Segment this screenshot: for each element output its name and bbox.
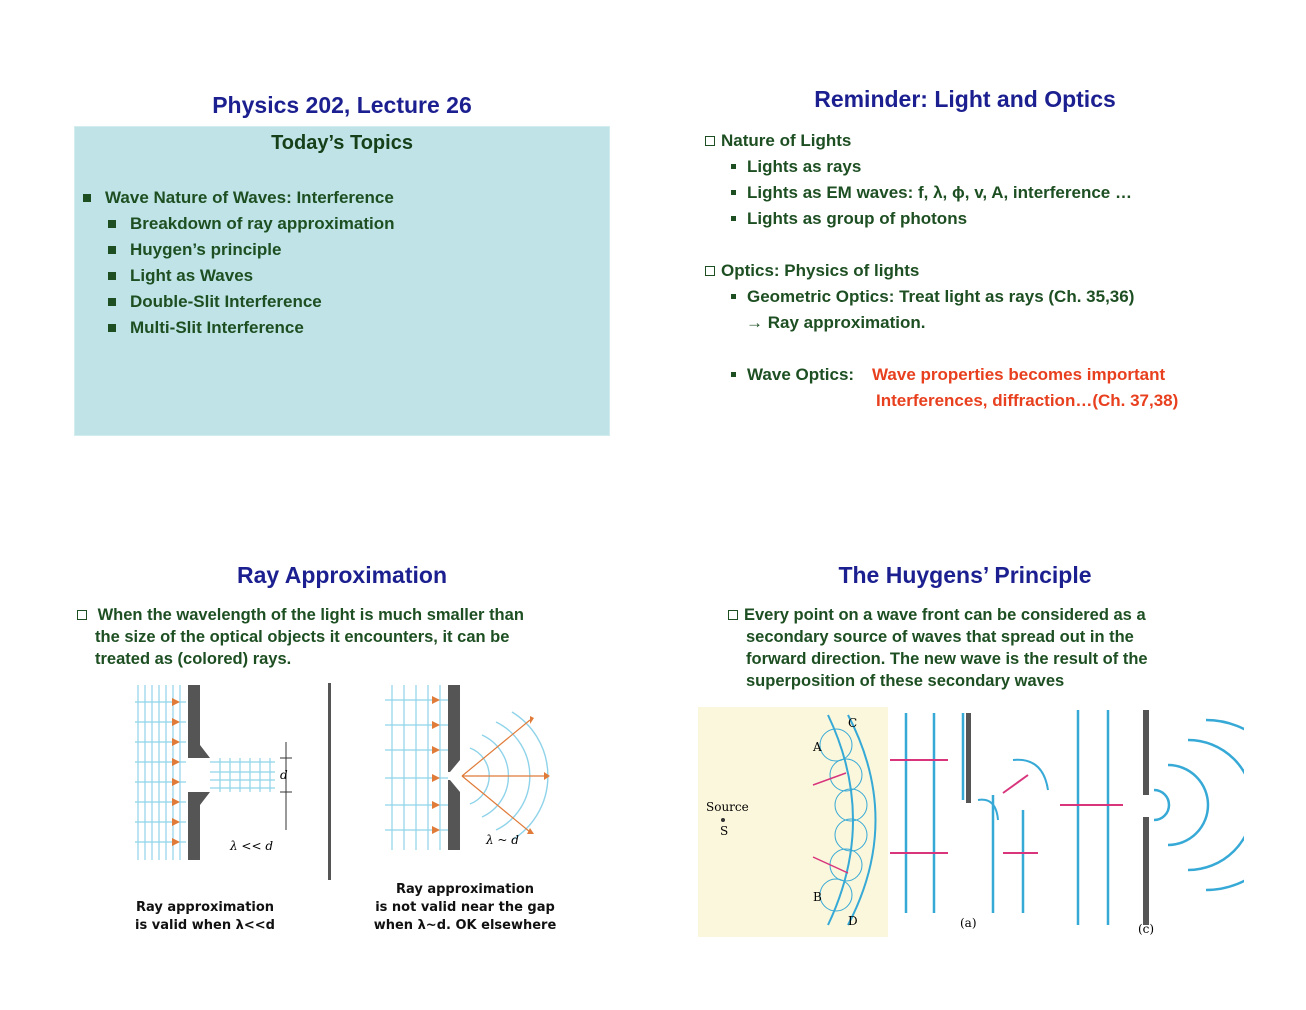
bullet-dot-icon [731, 216, 736, 222]
caption-right: Ray approximation is not valid near the … [373, 882, 557, 933]
checkbox-bullet-icon [728, 609, 738, 620]
label-a: A [812, 740, 822, 754]
beam-lines [210, 758, 275, 792]
list-item: Lights as group of photons [731, 209, 967, 229]
bullet-square-icon [108, 271, 116, 280]
section-optics: Optics: Physics of lights [705, 261, 919, 281]
bullet-dot-icon [731, 294, 736, 300]
geo-sub: → Ray approximation. [746, 313, 926, 332]
topic-item: Double-Slit Interference [108, 292, 322, 312]
label-c: C [848, 716, 857, 730]
huygens-text-line: Every point on a wave front can be consi… [728, 606, 1146, 625]
panel-c-arcs [1153, 718, 1244, 892]
fig-left-label: λ << d [229, 839, 273, 853]
topics-box: Today’s Topics Wave Nature of Waves: Int… [74, 126, 610, 436]
arrow-right-icon: → [746, 313, 763, 332]
ray-arrows-left [172, 698, 180, 846]
slide4-title: The Huygens’ Principle [838, 562, 1092, 588]
panel-a-waves [904, 713, 1025, 913]
wavefronts [827, 714, 877, 926]
left-wave-grid [135, 685, 186, 860]
bullet-square-icon [108, 245, 116, 254]
source-point [721, 818, 725, 822]
caption-left: Ray approximation is valid when λ<<d [135, 900, 275, 933]
label-panel-c: (c) [1138, 922, 1154, 936]
checkbox-bullet-icon [705, 265, 715, 276]
list-item: Lights as EM waves: f, λ, ϕ, v, A, inter… [731, 183, 1132, 203]
right-wave-grid [385, 685, 448, 850]
box-heading: Today’s Topics [271, 132, 413, 154]
bullet-square-icon [83, 193, 91, 202]
panel-c-waves [1076, 710, 1110, 925]
bullet-square-icon [108, 323, 116, 332]
huygens-figure: A B C D Source S (a) (c) [698, 707, 1244, 937]
ray-text-line: When the wavelength of the light is much… [77, 606, 524, 625]
topic-item: Huygen’s principle [108, 240, 281, 260]
bullet-dot-icon [731, 372, 736, 378]
wave-red-line-1: Wave properties becomes important [872, 365, 1166, 384]
ray-arrows-right [432, 696, 440, 834]
huygens-text-line: superposition of these secondary waves [746, 672, 1065, 690]
list-item: Lights as rays [731, 157, 861, 177]
section-nature: Nature of Lights [705, 131, 851, 151]
huygens-panel-bg [698, 707, 888, 937]
label-d: D [848, 914, 858, 928]
d-label: d [280, 768, 288, 782]
label-b: B [813, 890, 822, 904]
ray-text-line: treated as (colored) rays. [95, 650, 292, 668]
secondary-wavelets [819, 728, 868, 912]
list-item: Geometric Optics: Treat light as rays (C… [731, 287, 1134, 307]
diffraction-rays [461, 719, 548, 833]
topic-item: Multi-Slit Interference [108, 318, 304, 338]
label-panel-a: (a) [960, 916, 977, 930]
topic-item: Light as Waves [108, 266, 253, 286]
slide3-title: Ray Approximation [236, 562, 447, 588]
checkbox-bullet-icon [705, 135, 715, 146]
ray-text-line: the size of the optical objects it encou… [95, 628, 510, 646]
huygens-text-line: forward direction. The new wave is the r… [746, 650, 1148, 668]
figure-divider [328, 683, 331, 880]
list-item: Wave Optics: [731, 365, 854, 385]
wave-red-line-2: Interferences, diffraction…(Ch. 37,38) [876, 391, 1179, 410]
fig-right-label: λ ~ d [485, 833, 519, 847]
label-source: Source [706, 800, 749, 814]
bullet-square-icon [108, 219, 116, 228]
slide1-title: Physics 202, Lecture 26 [212, 92, 472, 118]
bullet-square-icon [108, 297, 116, 306]
label-s: S [720, 824, 728, 838]
topic-item: Wave Nature of Waves: Interference [83, 188, 394, 208]
bullet-dot-icon [731, 164, 736, 170]
checkbox-bullet-icon [77, 609, 87, 620]
topic-item: Breakdown of ray approximation [108, 214, 395, 234]
slide2-title: Reminder: Light and Optics [814, 86, 1116, 112]
huygens-text-line: secondary source of waves that spread ou… [746, 628, 1134, 646]
bullet-dot-icon [731, 190, 736, 196]
ray-figure: d λ << d λ ~ d [135, 683, 550, 880]
